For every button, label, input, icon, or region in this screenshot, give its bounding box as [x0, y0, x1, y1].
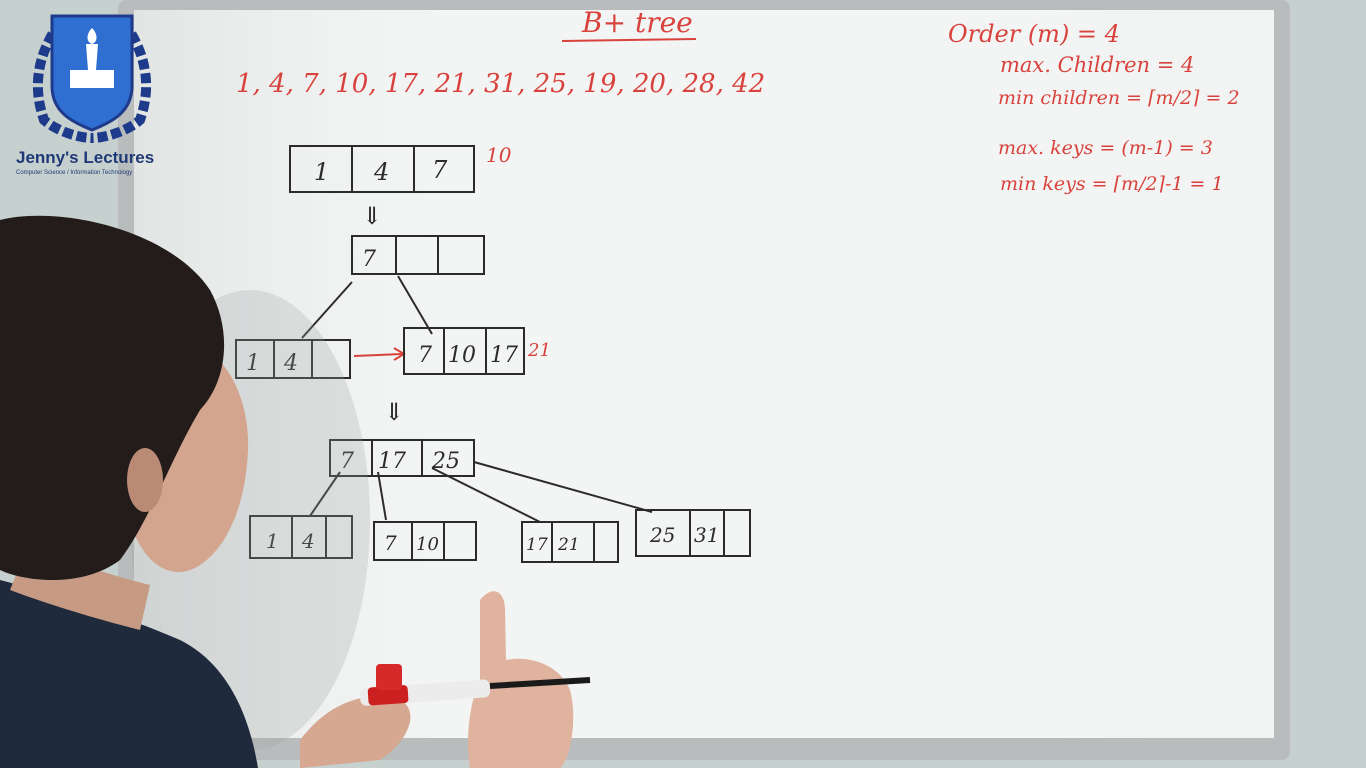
- step1-key-1: 1: [314, 158, 329, 186]
- logo-tagline: Computer Science / Information Technolog…: [16, 170, 133, 176]
- step1-incoming: 10: [486, 143, 512, 167]
- step-arrow-1: ⇓: [362, 202, 382, 230]
- note-min-children: min children = ⌈m/2⌉ = 2: [998, 87, 1240, 109]
- step2-right-leaf: [403, 327, 525, 375]
- order-notes: Order (m) = 4 max. Children = 4 min chil…: [948, 20, 1240, 195]
- step3-leaf-1: [249, 515, 353, 559]
- step1-node: [289, 145, 475, 193]
- note-order: Order (m) = 4: [948, 20, 1120, 48]
- note-min-keys: min keys = ⌈m/2⌉-1 = 1: [1000, 173, 1224, 195]
- step3-leaf-3-key-2: 21: [557, 535, 580, 555]
- step3-root-key-2: 17: [378, 449, 406, 474]
- step2-left-leaf: [235, 339, 351, 379]
- step1-key-2: 4: [373, 158, 389, 186]
- step2-root: [301, 235, 485, 339]
- step2-incoming: 21: [527, 340, 551, 361]
- step2-right-key-1: 7: [418, 343, 432, 368]
- step2-left-key-2: 4: [283, 351, 298, 376]
- channel-logo: [32, 14, 152, 143]
- step3-root: [309, 439, 653, 523]
- note-max-children: max. Children = 4: [1000, 53, 1194, 77]
- step3-leaf-3: [521, 521, 619, 563]
- step2-right-key-3: 17: [490, 343, 518, 368]
- step3-leaf-4: [635, 509, 751, 557]
- presenter-figure: [0, 215, 591, 768]
- step2-root-key: 7: [362, 247, 376, 272]
- key-sequence: 1, 4, 7, 10, 17, 21, 31, 25, 19, 20, 28,…: [236, 69, 765, 99]
- step3-leaf-2: [373, 521, 477, 561]
- note-max-keys: max. keys = (m-1) = 3: [998, 137, 1213, 159]
- step3-leaf-3-key-1: 17: [526, 535, 548, 555]
- board-title: B+ tree: [581, 6, 693, 39]
- step3-leaf-4-key-1: 25: [649, 523, 675, 547]
- step2-right-key-2: 10: [448, 343, 476, 368]
- step3-leaf-2-key-2: 10: [416, 534, 439, 555]
- step3-root-key-3: 25: [431, 449, 460, 474]
- step3-leaf-4-key-2: 31: [694, 523, 719, 547]
- step3-leaf-2-key-1: 7: [384, 531, 397, 555]
- step2-left-key-1: 1: [246, 351, 260, 376]
- step3-root-key-1: 7: [340, 449, 354, 474]
- step1-key-3: 7: [432, 156, 448, 184]
- logo-name: Jenny's Lectures: [16, 148, 155, 167]
- step3-leaf-1-key-2: 4: [301, 529, 315, 553]
- step-arrow-2: ⇓: [384, 398, 404, 426]
- step3-leaf-1-key-1: 1: [266, 529, 279, 553]
